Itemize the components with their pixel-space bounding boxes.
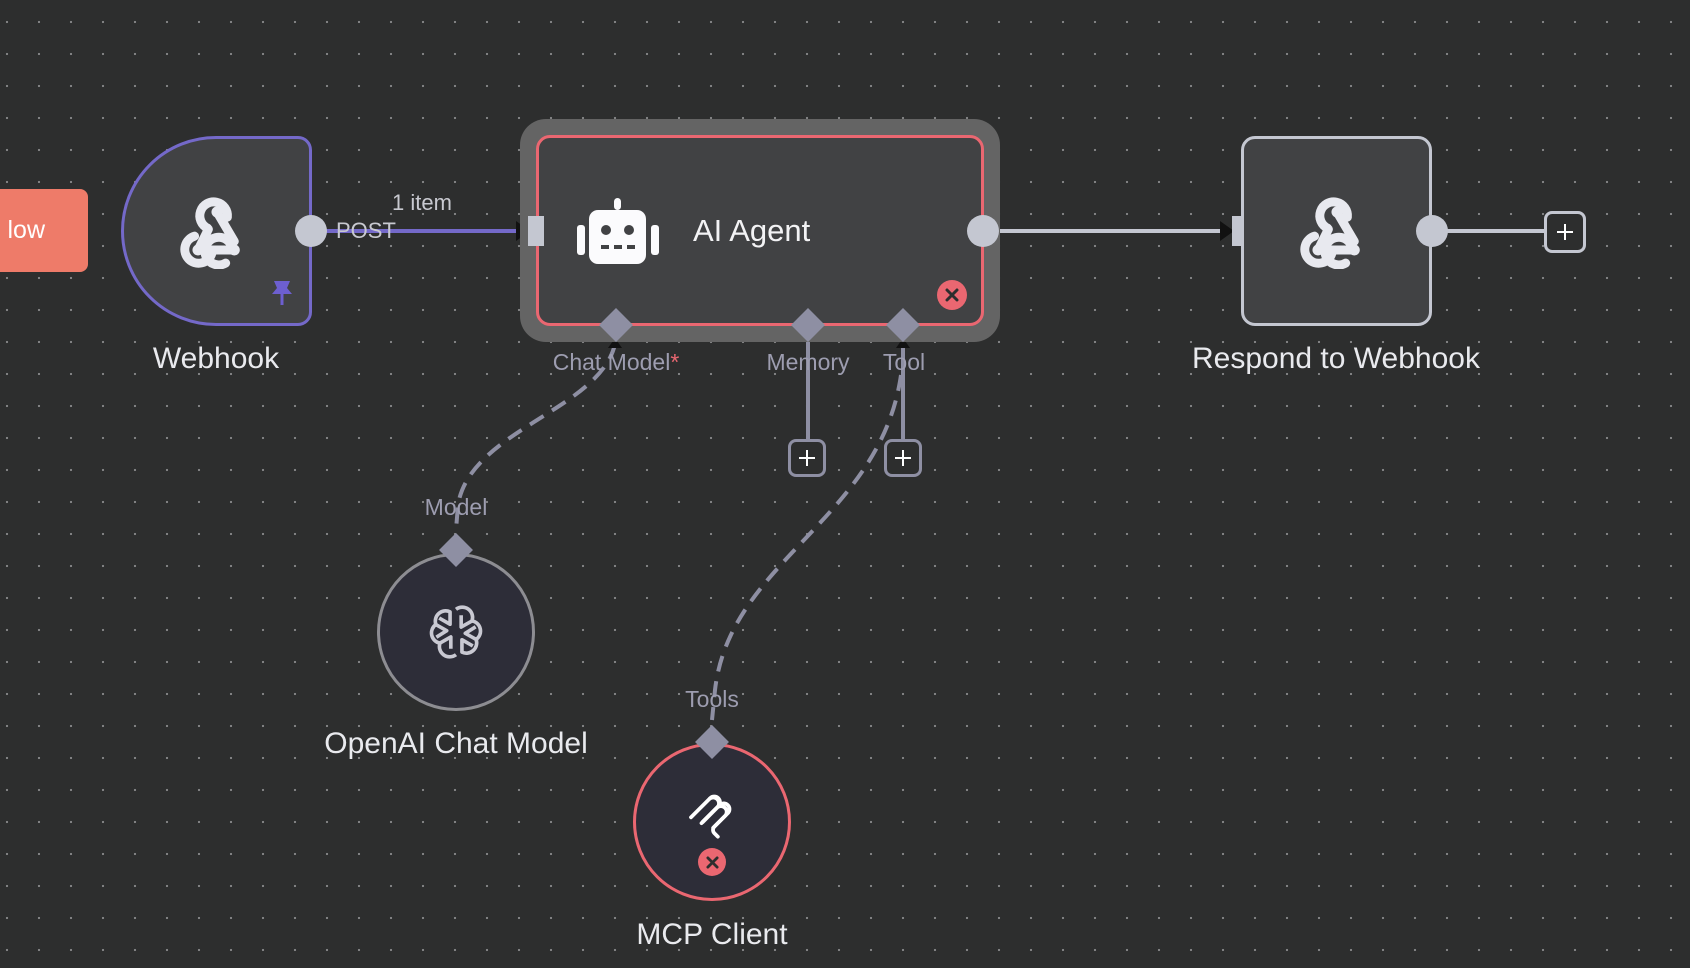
respond-node-label: Respond to Webhook <box>1192 342 1480 375</box>
memory-port-label: Memory <box>766 349 850 375</box>
webhook-node[interactable] <box>121 136 312 326</box>
webhook-output-label: POST <box>336 218 396 243</box>
add-node-button[interactable] <box>1544 211 1586 253</box>
mcp-node-label: MCP Client <box>636 918 788 951</box>
connection-item-count: 1 item <box>392 190 452 215</box>
respond-to-webhook-node[interactable] <box>1241 136 1432 326</box>
ai-agent-title: AI Agent <box>693 212 811 248</box>
plus-icon <box>799 450 815 466</box>
webhook-icon <box>1299 197 1360 269</box>
connection-mcp-tool[interactable] <box>710 374 903 721</box>
ai-agent-input-port[interactable] <box>528 216 544 246</box>
close-icon <box>945 288 959 302</box>
test-workflow-label: low <box>7 216 45 244</box>
openai-icon <box>429 605 483 659</box>
pin-icon <box>272 281 292 305</box>
mcp-icon <box>689 794 732 839</box>
tool-port-label: Tool <box>882 349 926 375</box>
arrowhead-icon <box>1220 221 1234 241</box>
mcp-error-badge[interactable] <box>698 848 726 876</box>
add-tool-button[interactable] <box>884 439 922 477</box>
error-badge[interactable] <box>937 280 967 310</box>
ai-agent-node[interactable]: AI Agent <box>536 135 984 326</box>
connection-openai-chatmodel[interactable] <box>454 343 617 531</box>
test-workflow-button[interactable]: low <box>0 189 88 272</box>
webhook-output-port[interactable] <box>295 215 327 247</box>
webhook-icon <box>179 197 240 269</box>
openai-chat-model-node[interactable] <box>377 553 535 711</box>
mcp-port-label: Tools <box>685 686 739 712</box>
arrowhead-icon <box>608 338 622 348</box>
required-asterisk: * <box>670 349 680 375</box>
close-icon <box>705 855 719 869</box>
mcp-client-node[interactable] <box>633 743 791 901</box>
openai-port-label: Model <box>424 494 488 520</box>
respond-output-port[interactable] <box>1416 215 1448 247</box>
arrowhead-icon <box>896 338 910 348</box>
ai-agent-output-port[interactable] <box>967 215 999 247</box>
add-memory-button[interactable] <box>788 439 826 477</box>
webhook-node-label: Webhook <box>152 342 280 375</box>
plus-icon <box>895 450 911 466</box>
chat-model-port-label: Chat Model* <box>553 349 680 376</box>
robot-icon <box>577 197 659 264</box>
chat-model-label-text: Chat Model <box>552 349 671 375</box>
plus-icon <box>1557 224 1573 240</box>
openai-node-label: OpenAI Chat Model <box>324 727 588 760</box>
